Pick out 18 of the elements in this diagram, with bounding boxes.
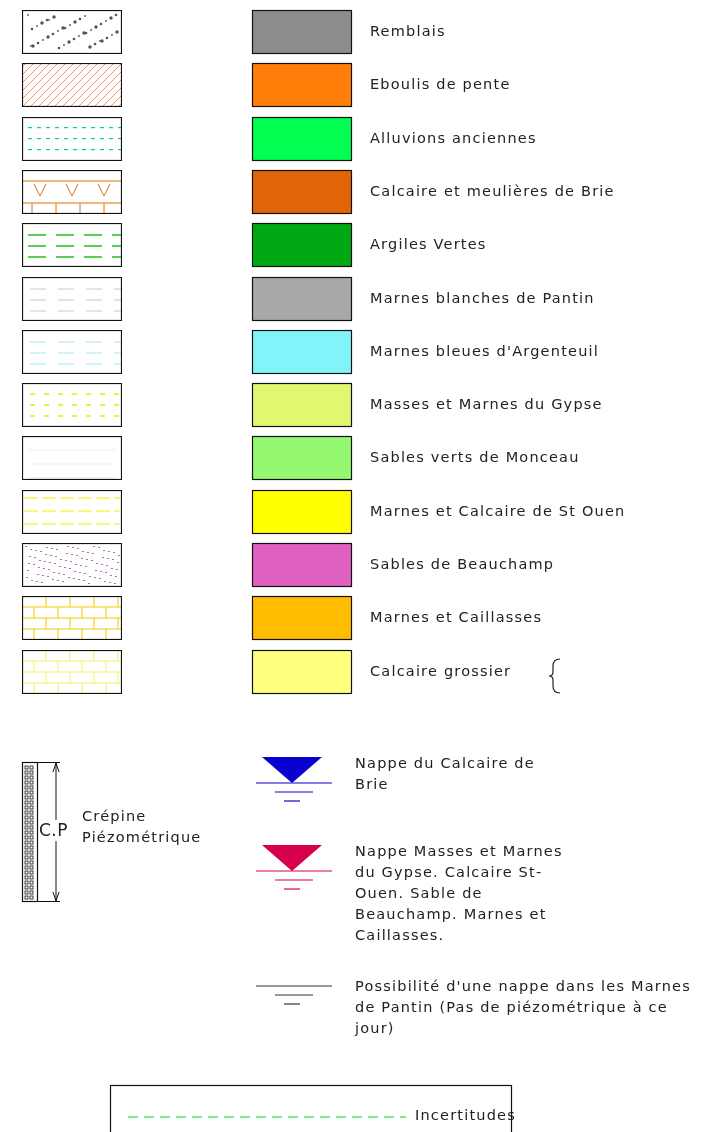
- legend-text: Masses et Marnes du Gypse: [370, 395, 603, 415]
- legend-text: Crépine Piézométrique: [82, 807, 203, 847]
- legend-text: Calcaire grossier: [370, 661, 512, 681]
- legend-text: Marnes et Calcaire de St Ouen: [370, 501, 626, 521]
- legend-text: Eboulis de pente: [370, 75, 511, 95]
- legend-text: Nappe du Calcaire de Brie: [355, 754, 536, 794]
- legend-text: Sables de Beauchamp: [370, 555, 555, 574]
- legend-text: Sables verts de Monceau: [370, 448, 580, 468]
- legend-text: Possibilité d'une nappe dans les Marnes de Pantin (Pas de piézométrique à ce jour): [355, 977, 692, 1038]
- legend-text: Nappe Masses et Marnes du Gypse. Calcaire St-Ouen. Sable de Beauchamp. Marnes et Caillasses.: [355, 842, 564, 945]
- legend-text: Marnes blanches de Pantin: [370, 288, 595, 308]
- legend-text: Argiles Vertes: [370, 235, 487, 255]
- abbreviation-label: C.P: [39, 820, 69, 841]
- legend-text: Marnes et Caillasses: [370, 608, 543, 628]
- legend-text: Marnes bleues d'Argenteuil: [370, 341, 599, 361]
- legend-text: Calcaire et meulières de Brie: [370, 181, 615, 201]
- legend-text: Remblais: [370, 22, 446, 41]
- legend-text: Alluvions anciennes: [370, 128, 537, 148]
